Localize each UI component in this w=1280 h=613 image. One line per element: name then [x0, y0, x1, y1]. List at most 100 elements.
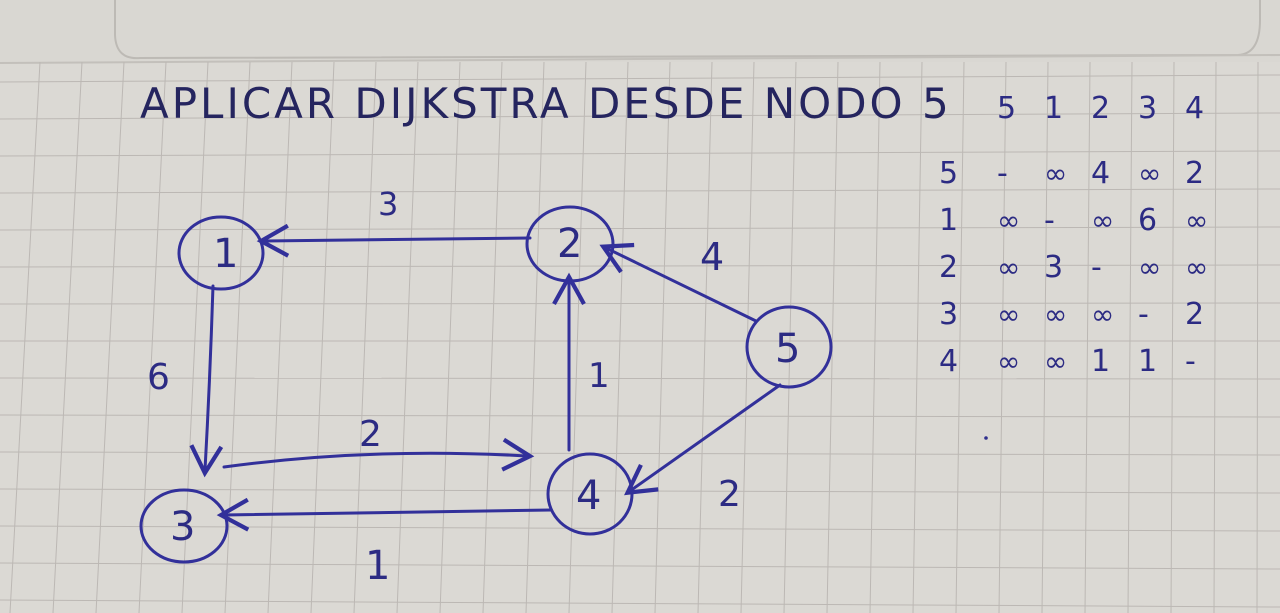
grid-horizontal-line [0, 451, 1280, 456]
edge-4-3 [216, 497, 553, 532]
matrix-cell: - [1044, 203, 1055, 238]
grid-horizontal-line [0, 226, 1280, 231]
grid-lines [0, 61, 1280, 613]
grid-vertical-line [1213, 61, 1217, 613]
matrix-header-cell: 3 [1138, 91, 1157, 126]
grid-vertical-line [439, 61, 461, 613]
edge-4-3-weight: 1 [365, 543, 390, 589]
grid-vertical-line [525, 61, 545, 613]
grid-vertical-line [95, 61, 125, 613]
grid-vertical-line [1170, 61, 1175, 613]
edge-1-3 [189, 284, 224, 478]
matrix-cell: - [997, 156, 1008, 191]
matrix-header-cell: 5 [997, 91, 1016, 126]
edge-3-4-weight: 2 [359, 414, 382, 455]
matrix-cell: ∞ [1091, 204, 1114, 237]
grid-horizontal-line [0, 74, 1280, 83]
grid-vertical-line [826, 61, 839, 613]
node-2: 2 [525, 205, 615, 283]
page-break-line [0, 54, 1280, 64]
grid-vertical-line [224, 61, 251, 613]
matrix-cell: ∞ [997, 251, 1020, 284]
matrix-cell: 1 [1138, 344, 1157, 379]
page-title: APLICAR DIJKSTRA DESDE NODO 5 [140, 79, 952, 128]
upper-page-outline [114, 0, 1261, 60]
edge-1-3-weight: 6 [147, 357, 170, 398]
grid-vertical-line [52, 61, 83, 613]
edge-3-4 [222, 437, 535, 472]
grid-vertical-line [654, 61, 671, 613]
matrix-row-label: 3 [939, 297, 958, 332]
matrix-row-label: 5 [939, 156, 958, 191]
grid-horizontal-line [0, 599, 1280, 608]
grid-vertical-line [912, 61, 923, 613]
matrix-cell: ∞ [1044, 298, 1067, 331]
grid-vertical-line [138, 61, 167, 613]
grid-vertical-line [869, 61, 881, 613]
grid-vertical-line [310, 61, 335, 613]
grid-vertical-line [353, 61, 377, 613]
matrix-header-cell: 2 [1091, 91, 1110, 126]
grid-vertical-line [482, 61, 503, 613]
grid-vertical-line [998, 61, 1007, 613]
matrix-cell: - [1138, 297, 1149, 332]
edge-2-1 [256, 223, 532, 258]
matrix-row-label: 1 [939, 203, 958, 238]
matrix-cell: 2 [1185, 156, 1204, 191]
matrix-cell: 3 [1044, 250, 1063, 285]
grid-vertical-line [783, 61, 797, 613]
matrix-row-label: 4 [939, 344, 958, 379]
grid-vertical-line [697, 61, 713, 613]
grid-vertical-line [955, 61, 965, 613]
node-5: 5 [745, 305, 833, 389]
matrix-cell: ∞ [997, 298, 1020, 331]
edge-5-4-weight: 2 [718, 474, 741, 515]
matrix-cell: 2 [1185, 297, 1204, 332]
node-2-label: 2 [557, 221, 582, 267]
grid-vertical-line [267, 61, 293, 613]
matrix-cell: - [1091, 250, 1102, 285]
node-5-label: 5 [775, 326, 800, 372]
grid-horizontal-line [0, 414, 1280, 418]
grid-horizontal-line [0, 112, 1280, 120]
node-1-label: 1 [213, 231, 238, 277]
ink-dot [984, 436, 988, 440]
edge-4-2-weight: 1 [588, 356, 610, 396]
grid-horizontal-line [0, 150, 1280, 157]
matrix-cell: ∞ [997, 204, 1020, 237]
matrix-cell: 1 [1091, 344, 1110, 379]
matrix-cell: ∞ [1185, 251, 1208, 284]
grid-vertical-line [1041, 61, 1049, 613]
grid-horizontal-line [0, 562, 1280, 570]
matrix-cell: ∞ [1185, 204, 1208, 237]
grid-vertical-line [396, 61, 419, 613]
grid-horizontal-line [0, 377, 1280, 380]
matrix-header-cell: 1 [1044, 91, 1063, 126]
grid-vertical-line [9, 61, 41, 613]
edge-5-2-weight: 4 [700, 235, 724, 279]
matrix-cell: ∞ [1138, 251, 1161, 284]
node-4: 4 [546, 452, 634, 536]
edge-5-4 [624, 383, 782, 496]
node-1: 1 [177, 215, 265, 291]
grid-horizontal-line [0, 525, 1280, 532]
node-3: 3 [139, 488, 229, 564]
grid-vertical-line [1256, 61, 1259, 613]
matrix-cell: ∞ [1138, 157, 1161, 190]
grid-vertical-line [1127, 61, 1133, 613]
matrix-cell: - [1185, 344, 1196, 379]
grid-vertical-line [1084, 61, 1091, 613]
grid-vertical-line [181, 61, 209, 613]
matrix-cell: ∞ [997, 345, 1020, 378]
matrix-row-label: 2 [939, 250, 958, 285]
node-3-label: 3 [170, 504, 195, 550]
matrix-header-cell: 4 [1185, 91, 1204, 126]
matrix-cell: 6 [1138, 203, 1157, 238]
matrix-cell: ∞ [1091, 298, 1114, 331]
matrix-cell: ∞ [1044, 157, 1067, 190]
node-4-label: 4 [576, 473, 601, 519]
grid-horizontal-line [0, 188, 1280, 194]
